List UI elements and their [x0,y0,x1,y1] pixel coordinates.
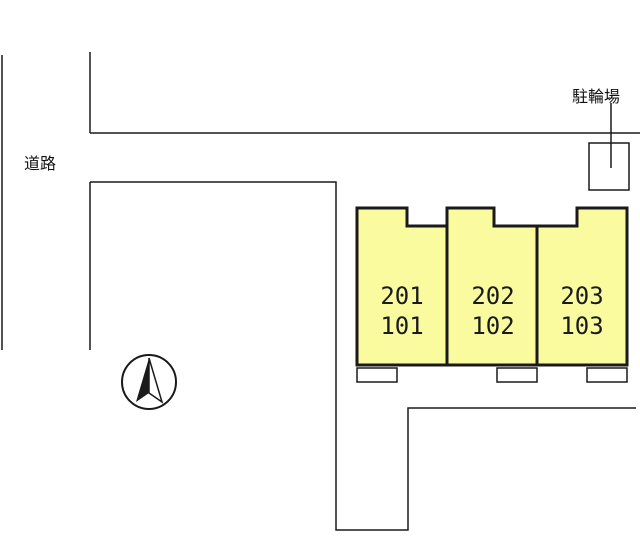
unit-2-lower: 102 [471,312,514,340]
building [355,206,629,367]
step-1 [356,367,398,383]
bicycle-parking-box [588,142,630,191]
road-lines [89,52,640,531]
unit-3-lower: 103 [560,312,603,340]
unit-2-upper: 202 [471,282,514,310]
bicycle-parking-label: 駐輪場 [572,87,621,106]
step-3 [586,367,628,383]
road-label: 道路 [24,154,57,173]
unit-block-3 [535,206,629,367]
unit-1-lower: 101 [380,312,423,340]
north-arrow-icon [121,354,177,410]
step-2 [496,367,538,383]
entrance-steps [356,367,628,383]
unit-1-upper: 201 [380,282,423,310]
unit-3-upper: 203 [560,282,603,310]
